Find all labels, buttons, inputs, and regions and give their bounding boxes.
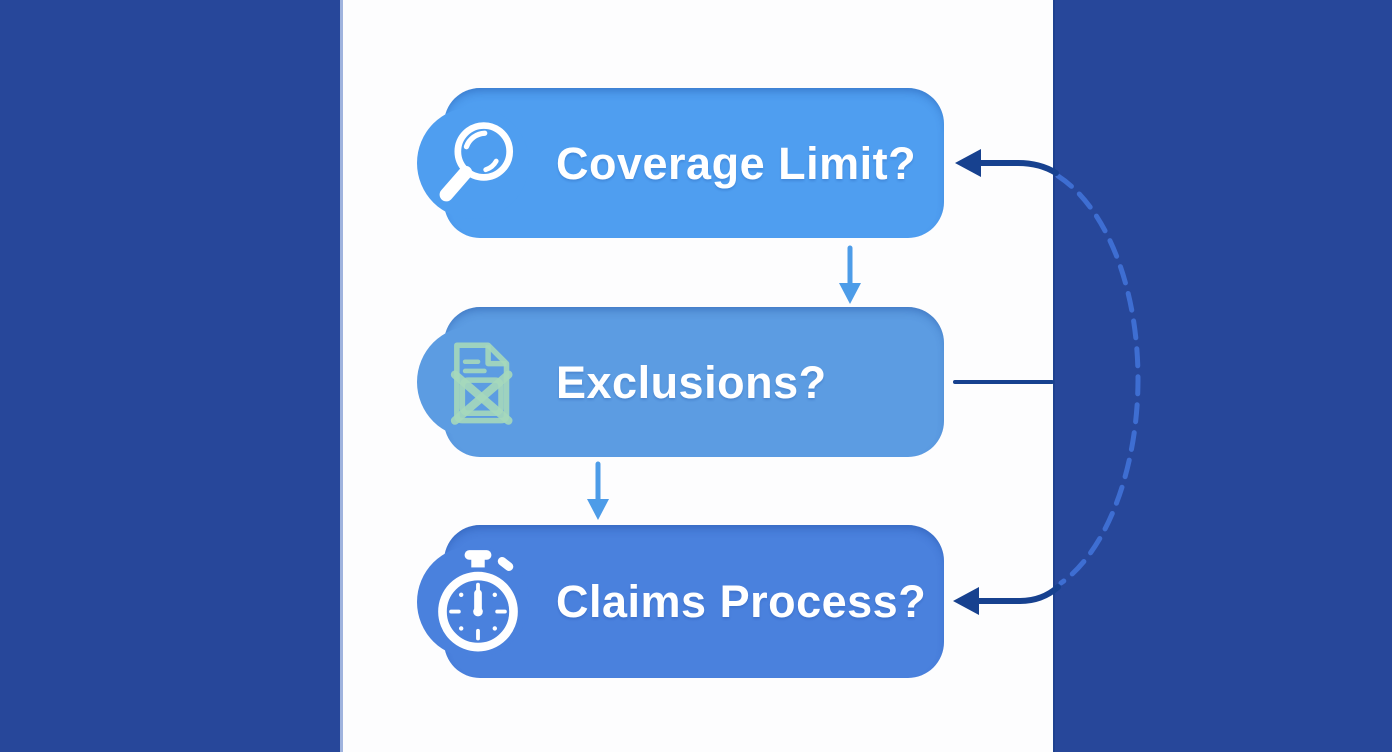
excluded-document-icon [426,324,530,440]
dashed-loop-curve [1055,173,1141,586]
node-coverage-limit: Coverage Limit? [417,88,944,238]
node-claims-process: Claims Process? [417,525,944,678]
stopwatch-icon [426,544,530,660]
node-label: Coverage Limit? [556,137,917,189]
magnifier-icon [426,105,530,221]
node-label: Exclusions? [556,356,827,408]
node-label: Claims Process? [556,576,927,627]
node-exclusions: Exclusions? [417,307,944,457]
